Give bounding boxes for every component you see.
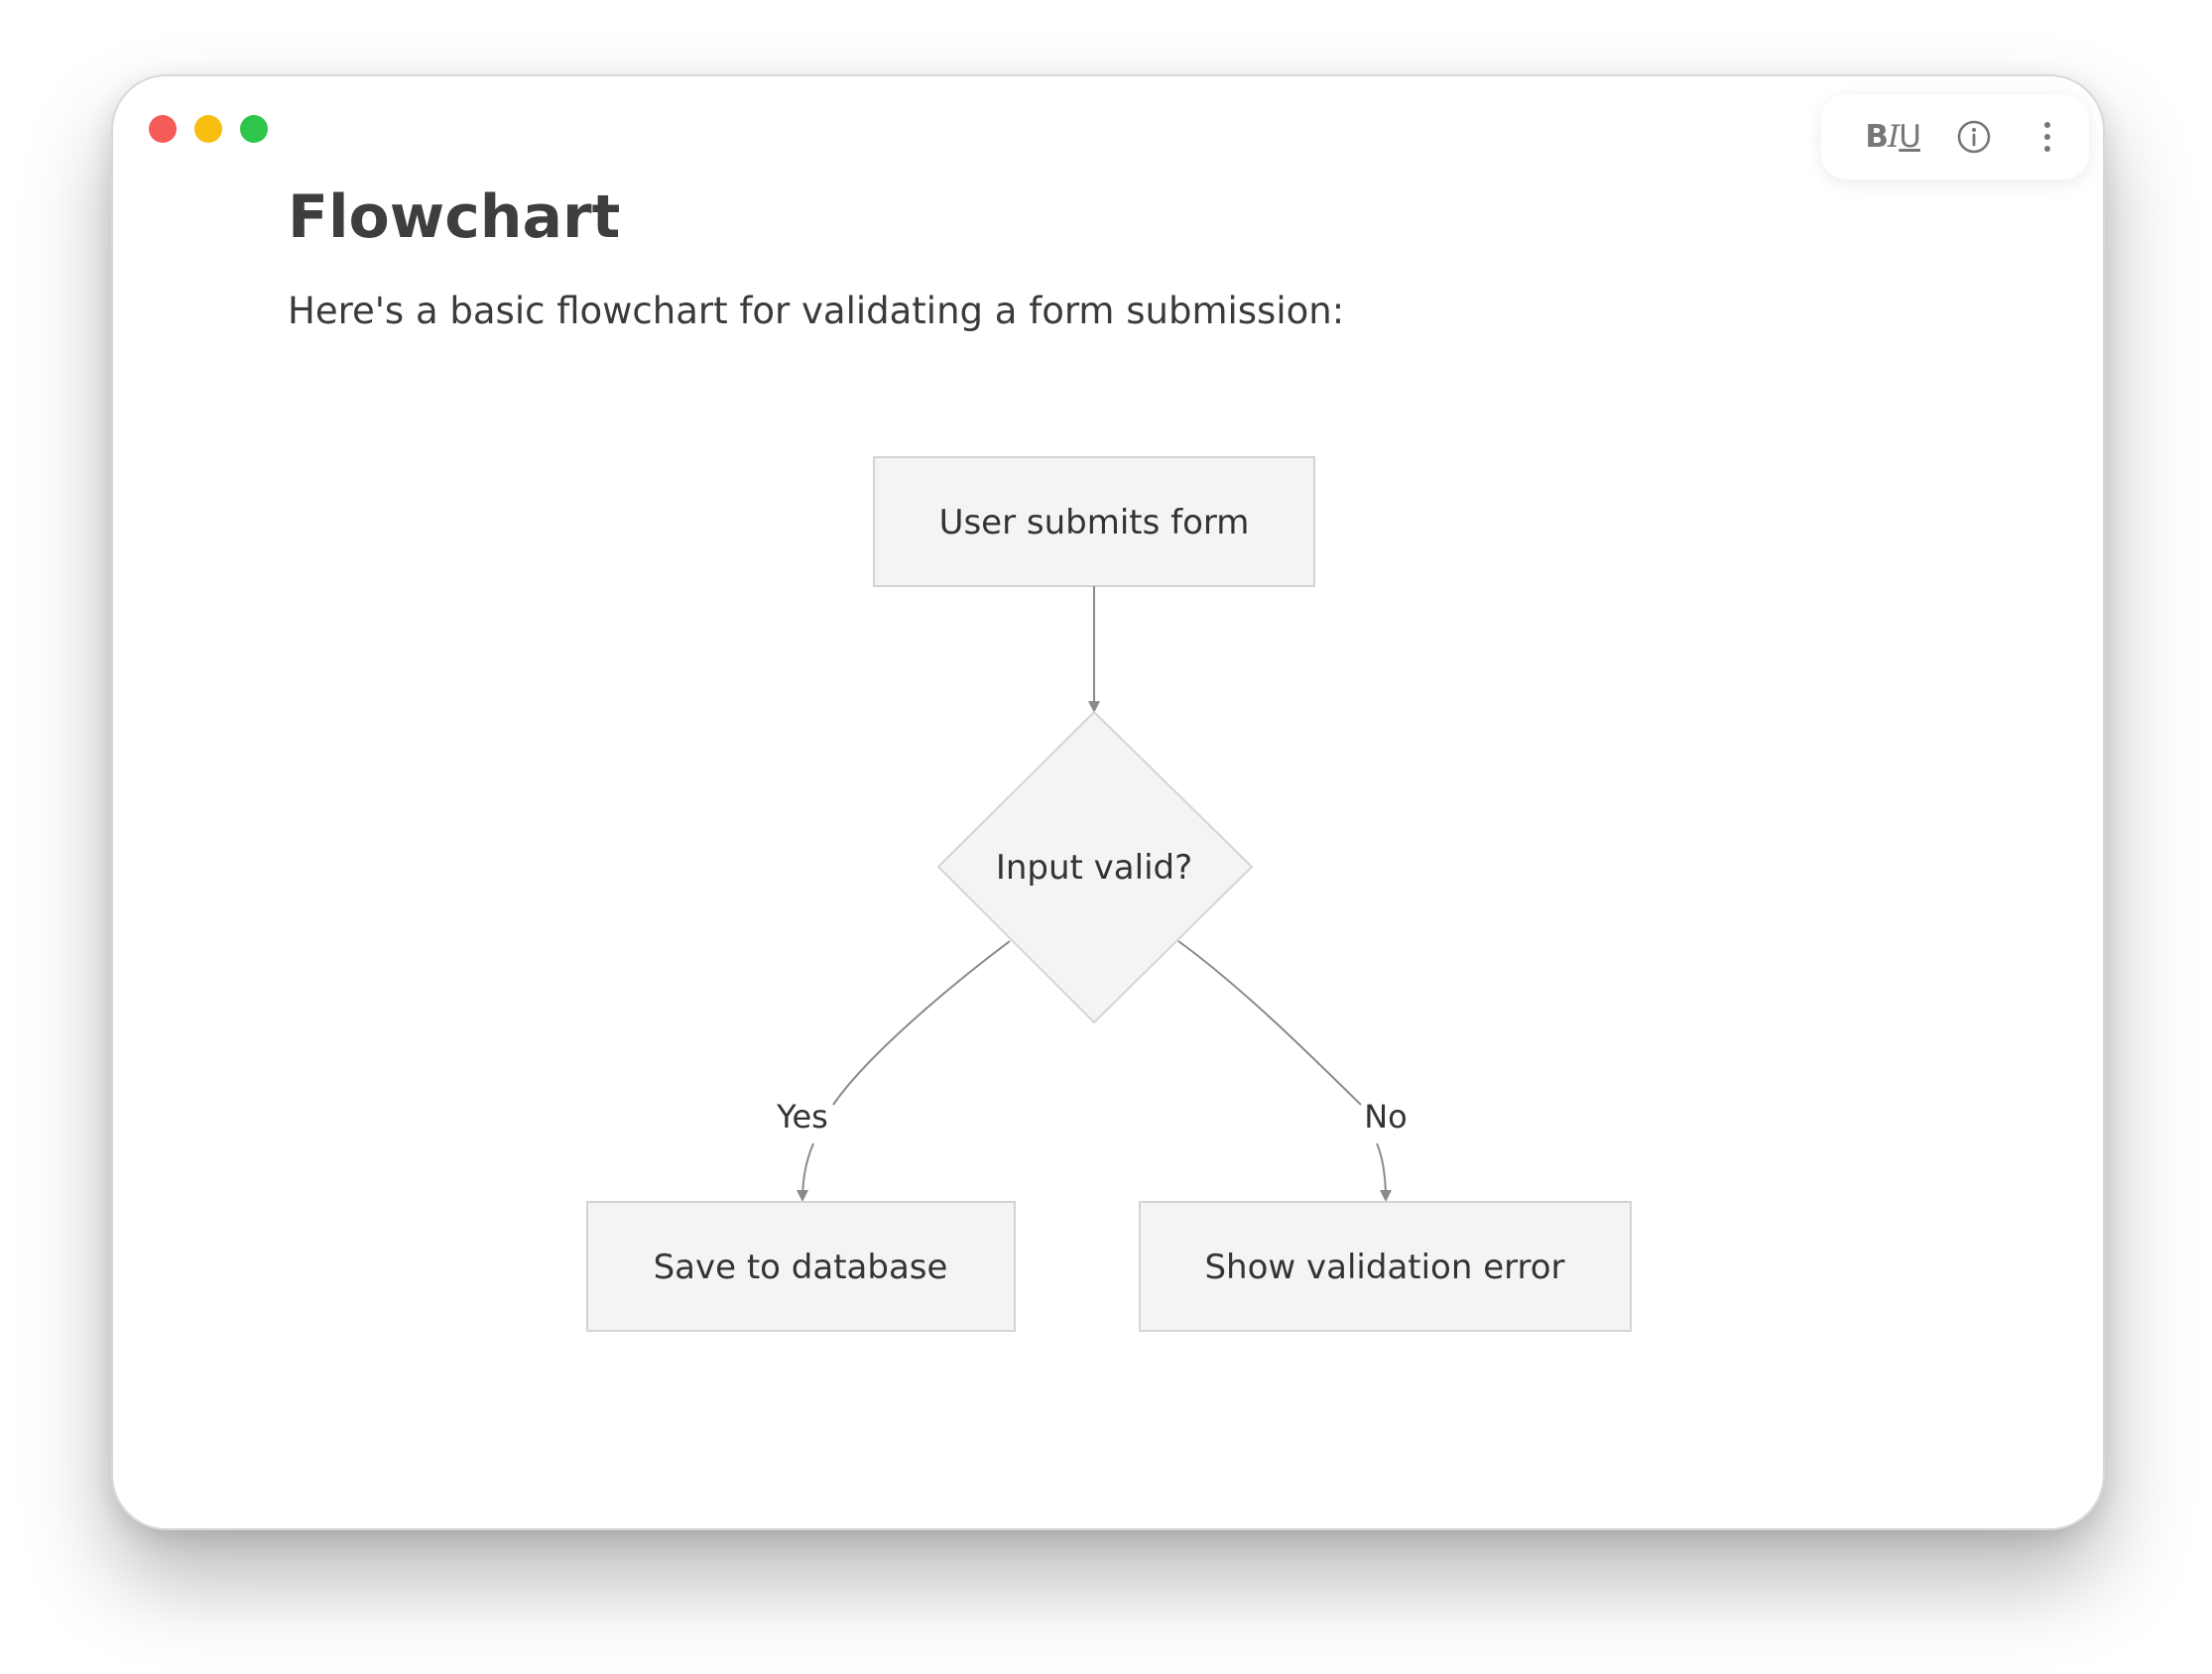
node-validation-error-label: Show validation error <box>1204 1248 1564 1287</box>
close-button[interactable] <box>149 115 177 143</box>
edge-no-label: No <box>1364 1098 1408 1136</box>
node-start-label: User submits form <box>939 503 1250 542</box>
node-decision-label: Input valid? <box>996 848 1192 888</box>
underline-icon: U <box>1899 119 1921 155</box>
edge-no-upper <box>1177 940 1362 1106</box>
edge-yes-label: Yes <box>776 1098 828 1136</box>
text-format-button[interactable]: BIU <box>1865 119 1921 155</box>
more-vertical-icon <box>2044 122 2050 152</box>
page-title: Flowchart <box>288 182 621 252</box>
node-validation-error[interactable]: Show validation error <box>1139 1201 1632 1332</box>
intro-paragraph: Here's a basic flowchart for validating … <box>288 290 1345 332</box>
node-decision[interactable]: Input valid? <box>936 710 1254 1024</box>
app-window: BIU Flowchart Here's a basic flowchart f… <box>111 74 2105 1530</box>
edge-no-lower <box>1376 1142 1392 1202</box>
italic-icon: I <box>1888 119 1900 155</box>
edge-yes-lower <box>797 1142 814 1202</box>
node-save-database[interactable]: Save to database <box>586 1201 1016 1332</box>
node-save-database-label: Save to database <box>654 1248 948 1287</box>
info-icon <box>1957 120 1991 154</box>
window-controls <box>149 115 268 143</box>
maximize-button[interactable] <box>240 115 268 143</box>
edge-yes-upper <box>832 940 1011 1106</box>
more-button[interactable] <box>2028 117 2067 157</box>
toolbar: BIU <box>1821 94 2089 179</box>
minimize-button[interactable] <box>194 115 222 143</box>
bold-icon: B <box>1865 119 1889 155</box>
flowchart-diagram: User submits form Input valid? Yes No Sa… <box>586 456 1632 1332</box>
node-start[interactable]: User submits form <box>873 456 1315 587</box>
info-button[interactable] <box>1954 117 1994 157</box>
